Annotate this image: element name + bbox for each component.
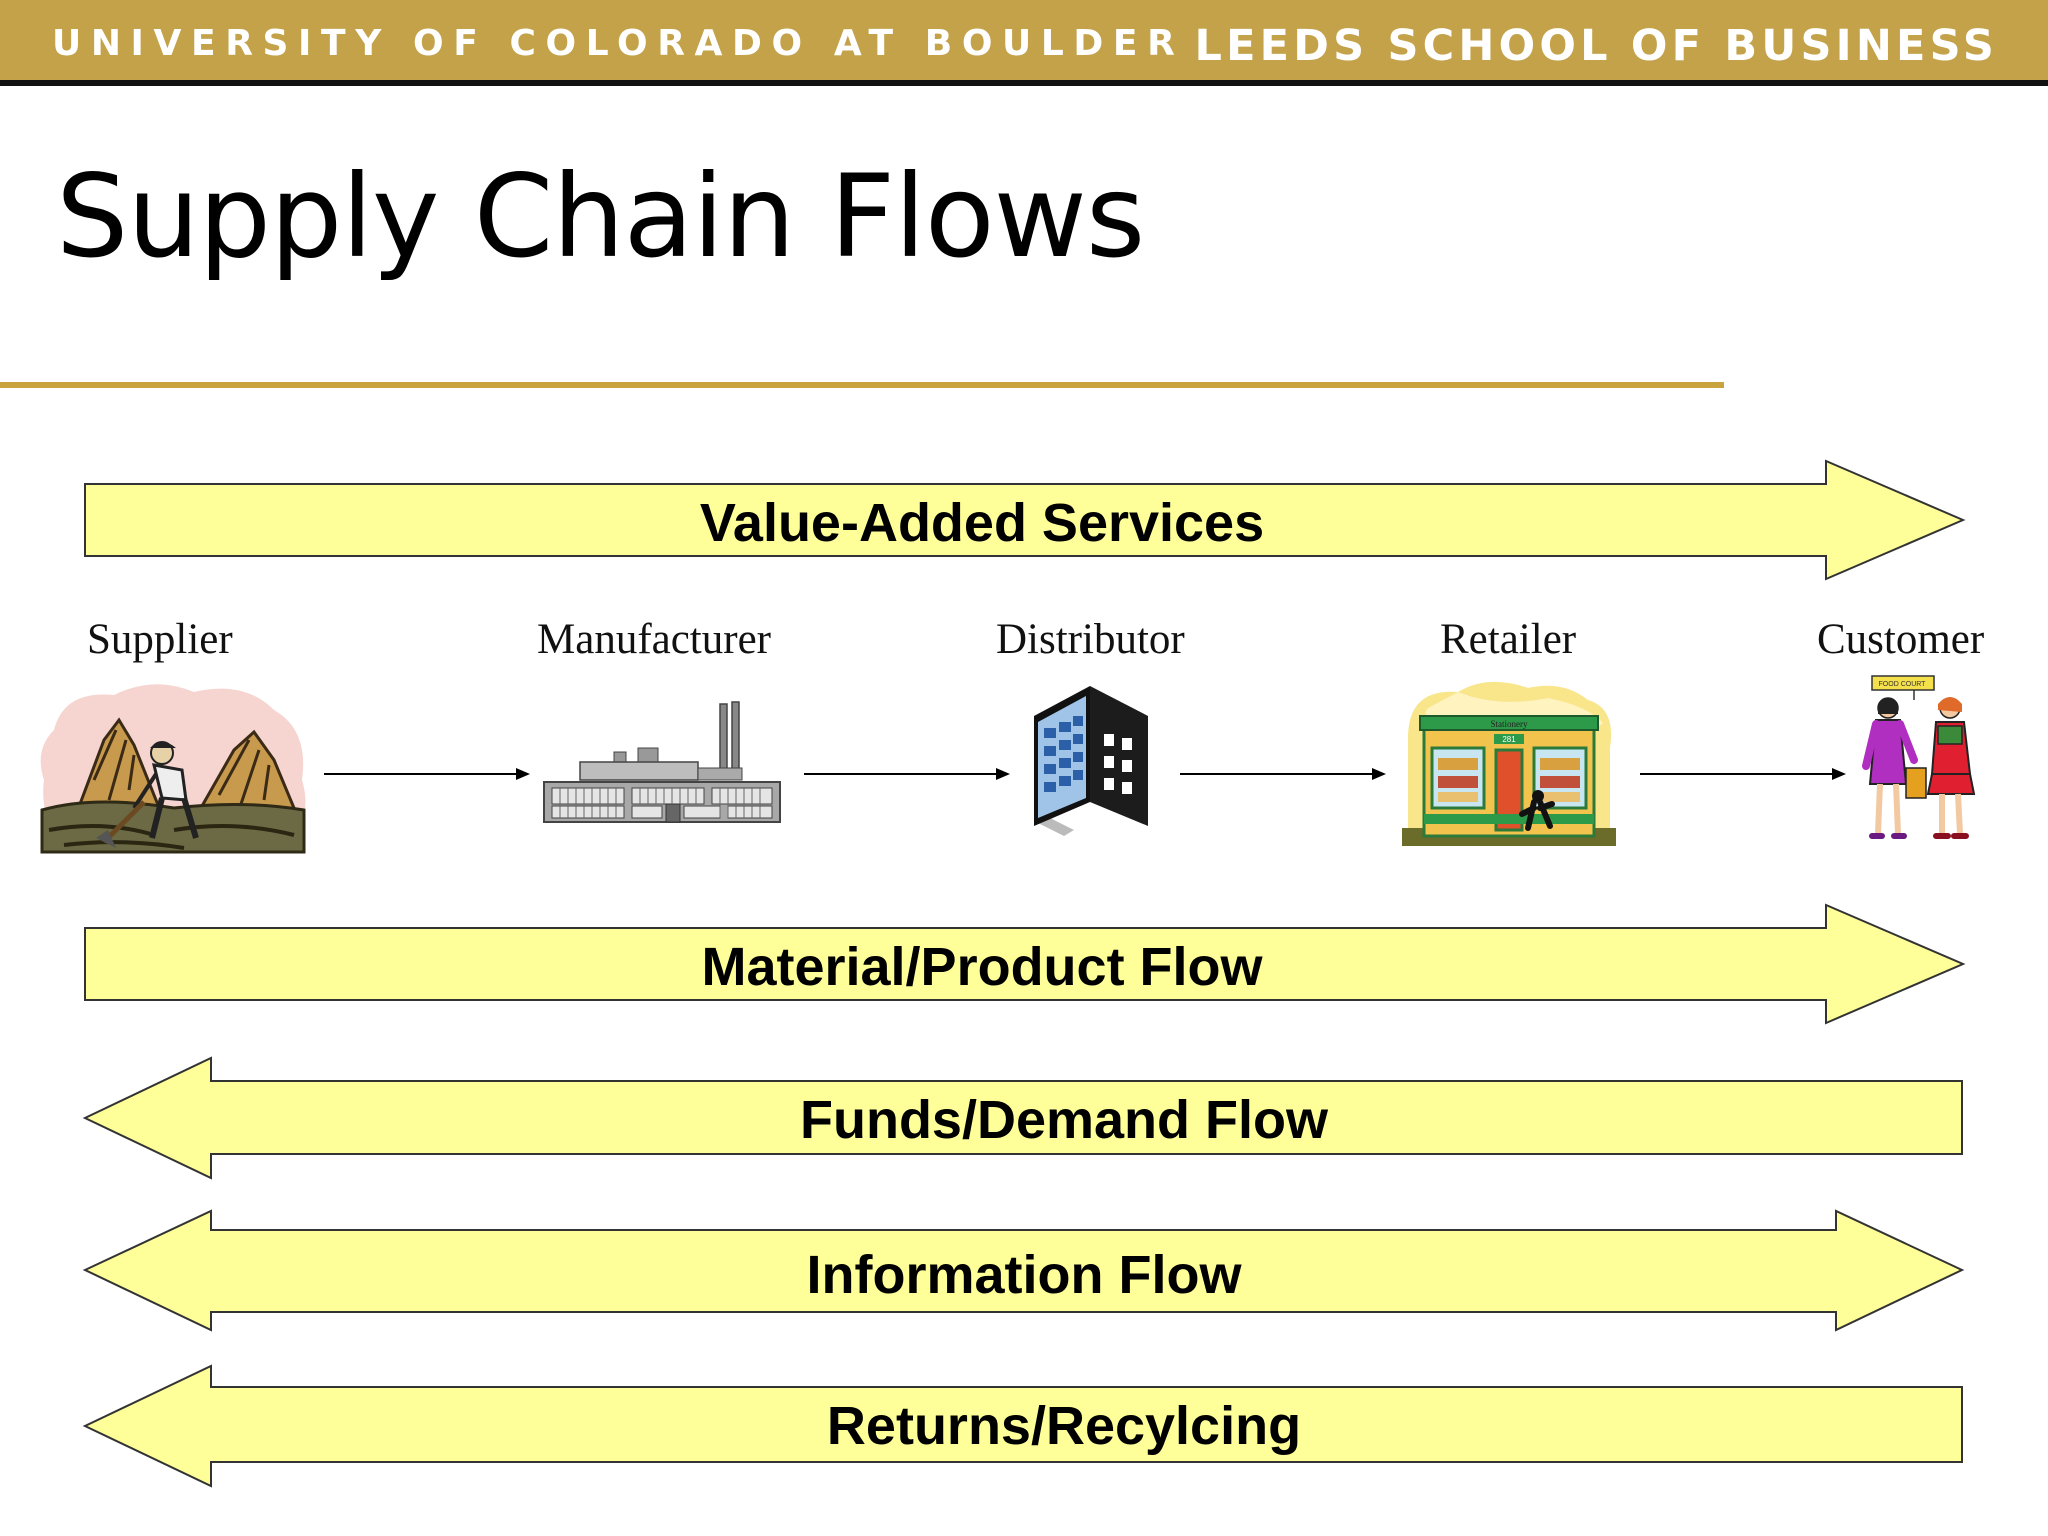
customer-sign: FOOD COURT xyxy=(1879,681,1927,688)
chain-arrow-retailer-to-customer xyxy=(1640,768,1846,780)
flow-label-returns-recycling: Returns/Recylcing xyxy=(826,1396,1302,1456)
node-label-retailer: Retailer xyxy=(1440,616,1577,663)
information-flow-arrow xyxy=(82,1209,1965,1332)
store-sign: Stationery xyxy=(1491,719,1528,729)
flow-label-funds-demand: Funds/Demand Flow xyxy=(799,1090,1329,1150)
chain-arrow-distributor-to-retailer xyxy=(1180,768,1386,780)
node-label-manufacturer: Manufacturer xyxy=(537,616,771,663)
factory-icon xyxy=(543,701,781,823)
title-divider xyxy=(0,382,1724,388)
returns-recycling-arrow xyxy=(82,1364,1963,1488)
node-label-customer: Customer xyxy=(1817,616,1985,663)
chain-arrow-supplier-to-manufacturer xyxy=(324,768,530,780)
chain-arrow-manufacturer-to-distributor xyxy=(804,768,1010,780)
node-label-distributor: Distributor xyxy=(996,616,1185,663)
shoppers-icon: FOOD COURT xyxy=(1862,675,1976,839)
flow-label-information: Information Flow xyxy=(806,1245,1242,1305)
office-building-icon xyxy=(1034,686,1148,836)
school-name: LEEDS SCHOOL OF BUSINESS xyxy=(1194,21,1998,71)
store-icon: Stationery 281 xyxy=(1402,681,1616,846)
value-added-services-arrow xyxy=(84,459,1966,581)
material-product-flow-arrow xyxy=(84,903,1966,1025)
slide-title: Supply Chain Flows xyxy=(56,150,1145,283)
flow-label-material-product: Material/Product Flow xyxy=(701,937,1263,997)
store-number: 281 xyxy=(1502,735,1516,744)
funds-demand-flow-arrow xyxy=(82,1056,1963,1180)
miner-icon xyxy=(40,684,306,854)
node-label-supplier: Supplier xyxy=(87,616,233,663)
university-name: UNIVERSITY OF COLORADO AT BOULDER xyxy=(52,23,1185,64)
header-banner: UNIVERSITY OF COLORADO AT BOULDER LEEDS … xyxy=(0,0,2048,86)
flow-label-value-added-services: Value-Added Services xyxy=(699,493,1265,553)
